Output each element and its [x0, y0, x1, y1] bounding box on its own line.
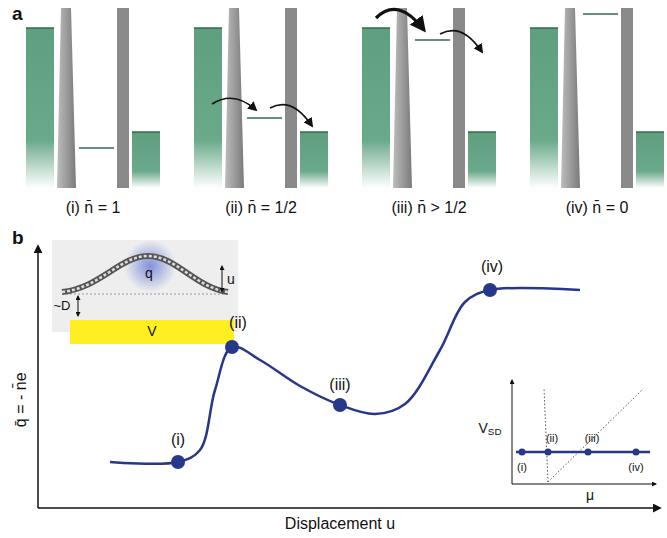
figure-stroke	[530, 28, 558, 188]
panel-letter: a	[12, 4, 23, 25]
figure-stroke	[270, 105, 312, 126]
figure-stroke	[52, 240, 238, 332]
energy-panel	[26, 8, 160, 188]
distance-label: ~D	[54, 299, 71, 313]
axis-label: Displacement u	[285, 515, 395, 533]
displacement-label: u	[227, 272, 235, 287]
energy-panel	[530, 8, 664, 188]
panel-letter: b	[12, 228, 24, 249]
figure-stroke	[247, 117, 282, 119]
figure-stroke	[545, 449, 552, 456]
figure-stroke	[300, 132, 328, 188]
figure-stroke	[530, 27, 558, 29]
axis-label: μ	[586, 488, 594, 503]
state-label: (iv)	[481, 258, 503, 276]
axis-label: q̄ = - n̄e	[11, 373, 29, 428]
state-label: (iv)	[628, 461, 643, 473]
figure-stroke	[117, 8, 129, 188]
figure-stroke	[468, 132, 496, 188]
figure-stroke	[512, 380, 513, 484]
figure-stroke	[583, 13, 618, 15]
figure-stroke	[453, 8, 465, 188]
figure-stroke	[70, 320, 234, 344]
figure-stroke	[194, 27, 222, 29]
figure-stroke	[468, 131, 496, 133]
state-label: (iii)	[585, 432, 600, 444]
figure-stroke	[516, 451, 650, 454]
figure-stroke	[285, 8, 297, 188]
figure-stroke	[393, 8, 412, 188]
figure-stroke	[124, 240, 176, 292]
figure-stroke	[78, 296, 79, 316]
state-label: (i)	[517, 461, 527, 473]
gate-label: V	[147, 324, 156, 339]
state-dot	[225, 340, 239, 354]
energy-panel	[194, 8, 328, 188]
figure-stroke	[62, 256, 228, 292]
figure-stroke	[62, 256, 228, 292]
figure-stroke	[621, 8, 633, 188]
state-dot	[333, 398, 347, 412]
state-caption: (iii) n̄ > 1/2	[391, 199, 466, 217]
state-dot	[483, 283, 497, 297]
figure-stroke	[440, 31, 482, 52]
figure-stroke	[362, 28, 390, 188]
state-label: (ii)	[546, 432, 558, 444]
figure-stroke	[633, 449, 640, 456]
figure-stroke	[37, 246, 39, 508]
figure-stroke	[38, 507, 660, 509]
state-label: (iii)	[329, 376, 350, 394]
figure-stroke	[132, 132, 160, 188]
figure-stroke	[79, 147, 114, 149]
figure-stroke	[132, 131, 160, 133]
figure-stroke	[636, 132, 664, 188]
figure-stroke	[415, 39, 450, 41]
figure-stroke	[585, 449, 592, 456]
figure-stroke	[300, 131, 328, 133]
figure-stroke	[512, 484, 656, 485]
state-caption: (i) n̄ = 1	[66, 199, 121, 217]
figure-stroke	[212, 98, 256, 110]
figure-stroke	[519, 449, 526, 456]
figure-stroke	[26, 28, 54, 188]
state-label: (ii)	[229, 314, 247, 332]
figure-stroke	[548, 390, 642, 482]
state-dot	[171, 455, 185, 469]
energy-panel	[362, 8, 496, 188]
state-label: (i)	[171, 431, 185, 449]
state-caption: (ii) n̄ = 1/2	[225, 199, 297, 217]
state-caption: (iv) n̄ = 0	[566, 199, 629, 217]
charge-label: q	[145, 266, 153, 281]
figure-stroke	[561, 8, 580, 188]
figure-stroke	[362, 27, 390, 29]
figure-stroke	[636, 131, 664, 133]
charge-curve	[110, 288, 580, 464]
figure-stroke	[26, 27, 54, 29]
axis-label: VSD	[479, 421, 502, 438]
figure-stroke	[376, 9, 424, 30]
figure-stroke	[57, 8, 76, 188]
figure-stroke	[194, 28, 222, 188]
figure-stroke	[62, 294, 228, 295]
figure-stroke	[222, 266, 223, 292]
